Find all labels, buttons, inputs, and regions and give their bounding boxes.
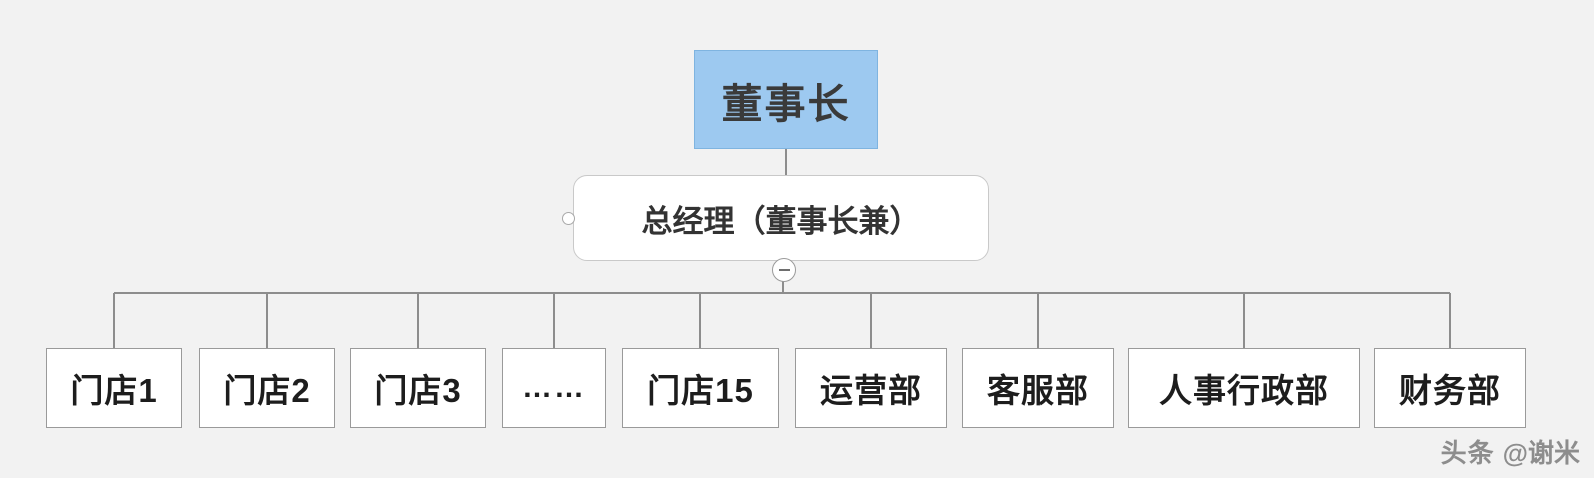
node-general-manager[interactable]: 总经理（董事长兼） [573, 175, 989, 261]
node-store-15-label: 门店15 [647, 372, 754, 409]
watermark: 头条 @谢米 [1441, 433, 1580, 470]
node-chairman[interactable]: 董事长 [694, 50, 878, 149]
node-customer-service-dept[interactable]: 客服部 [962, 348, 1114, 428]
node-chairman-label: 董事长 [721, 80, 851, 127]
node-store-3[interactable]: 门店3 [350, 348, 486, 428]
node-finance-dept-label: 财务部 [1399, 372, 1501, 409]
watermark-text: @谢米 [1502, 438, 1580, 468]
node-store-1-label: 门店1 [70, 372, 158, 409]
node-ellipsis[interactable]: …… [502, 348, 606, 428]
node-store-2[interactable]: 门店2 [199, 348, 335, 428]
node-operations-dept-label: 运营部 [820, 372, 922, 409]
node-general-manager-label: 总经理（董事长兼） [641, 203, 921, 239]
node-store-3-label: 门店3 [374, 372, 462, 409]
node-customer-service-dept-label: 客服部 [987, 372, 1089, 409]
connection-port-icon[interactable] [562, 212, 575, 225]
node-store-2-label: 门店2 [223, 372, 311, 409]
node-ellipsis-label: …… [522, 371, 586, 404]
node-finance-dept[interactable]: 财务部 [1374, 348, 1526, 428]
minus-icon [778, 269, 790, 271]
node-hr-admin-dept-label: 人事行政部 [1159, 372, 1329, 409]
node-store-15[interactable]: 门店15 [622, 348, 779, 428]
watermark-logo: 头条 [1440, 438, 1495, 468]
node-store-1[interactable]: 门店1 [46, 348, 182, 428]
node-operations-dept[interactable]: 运营部 [795, 348, 947, 428]
node-hr-admin-dept[interactable]: 人事行政部 [1128, 348, 1360, 428]
collapse-toggle-icon[interactable] [772, 258, 796, 282]
